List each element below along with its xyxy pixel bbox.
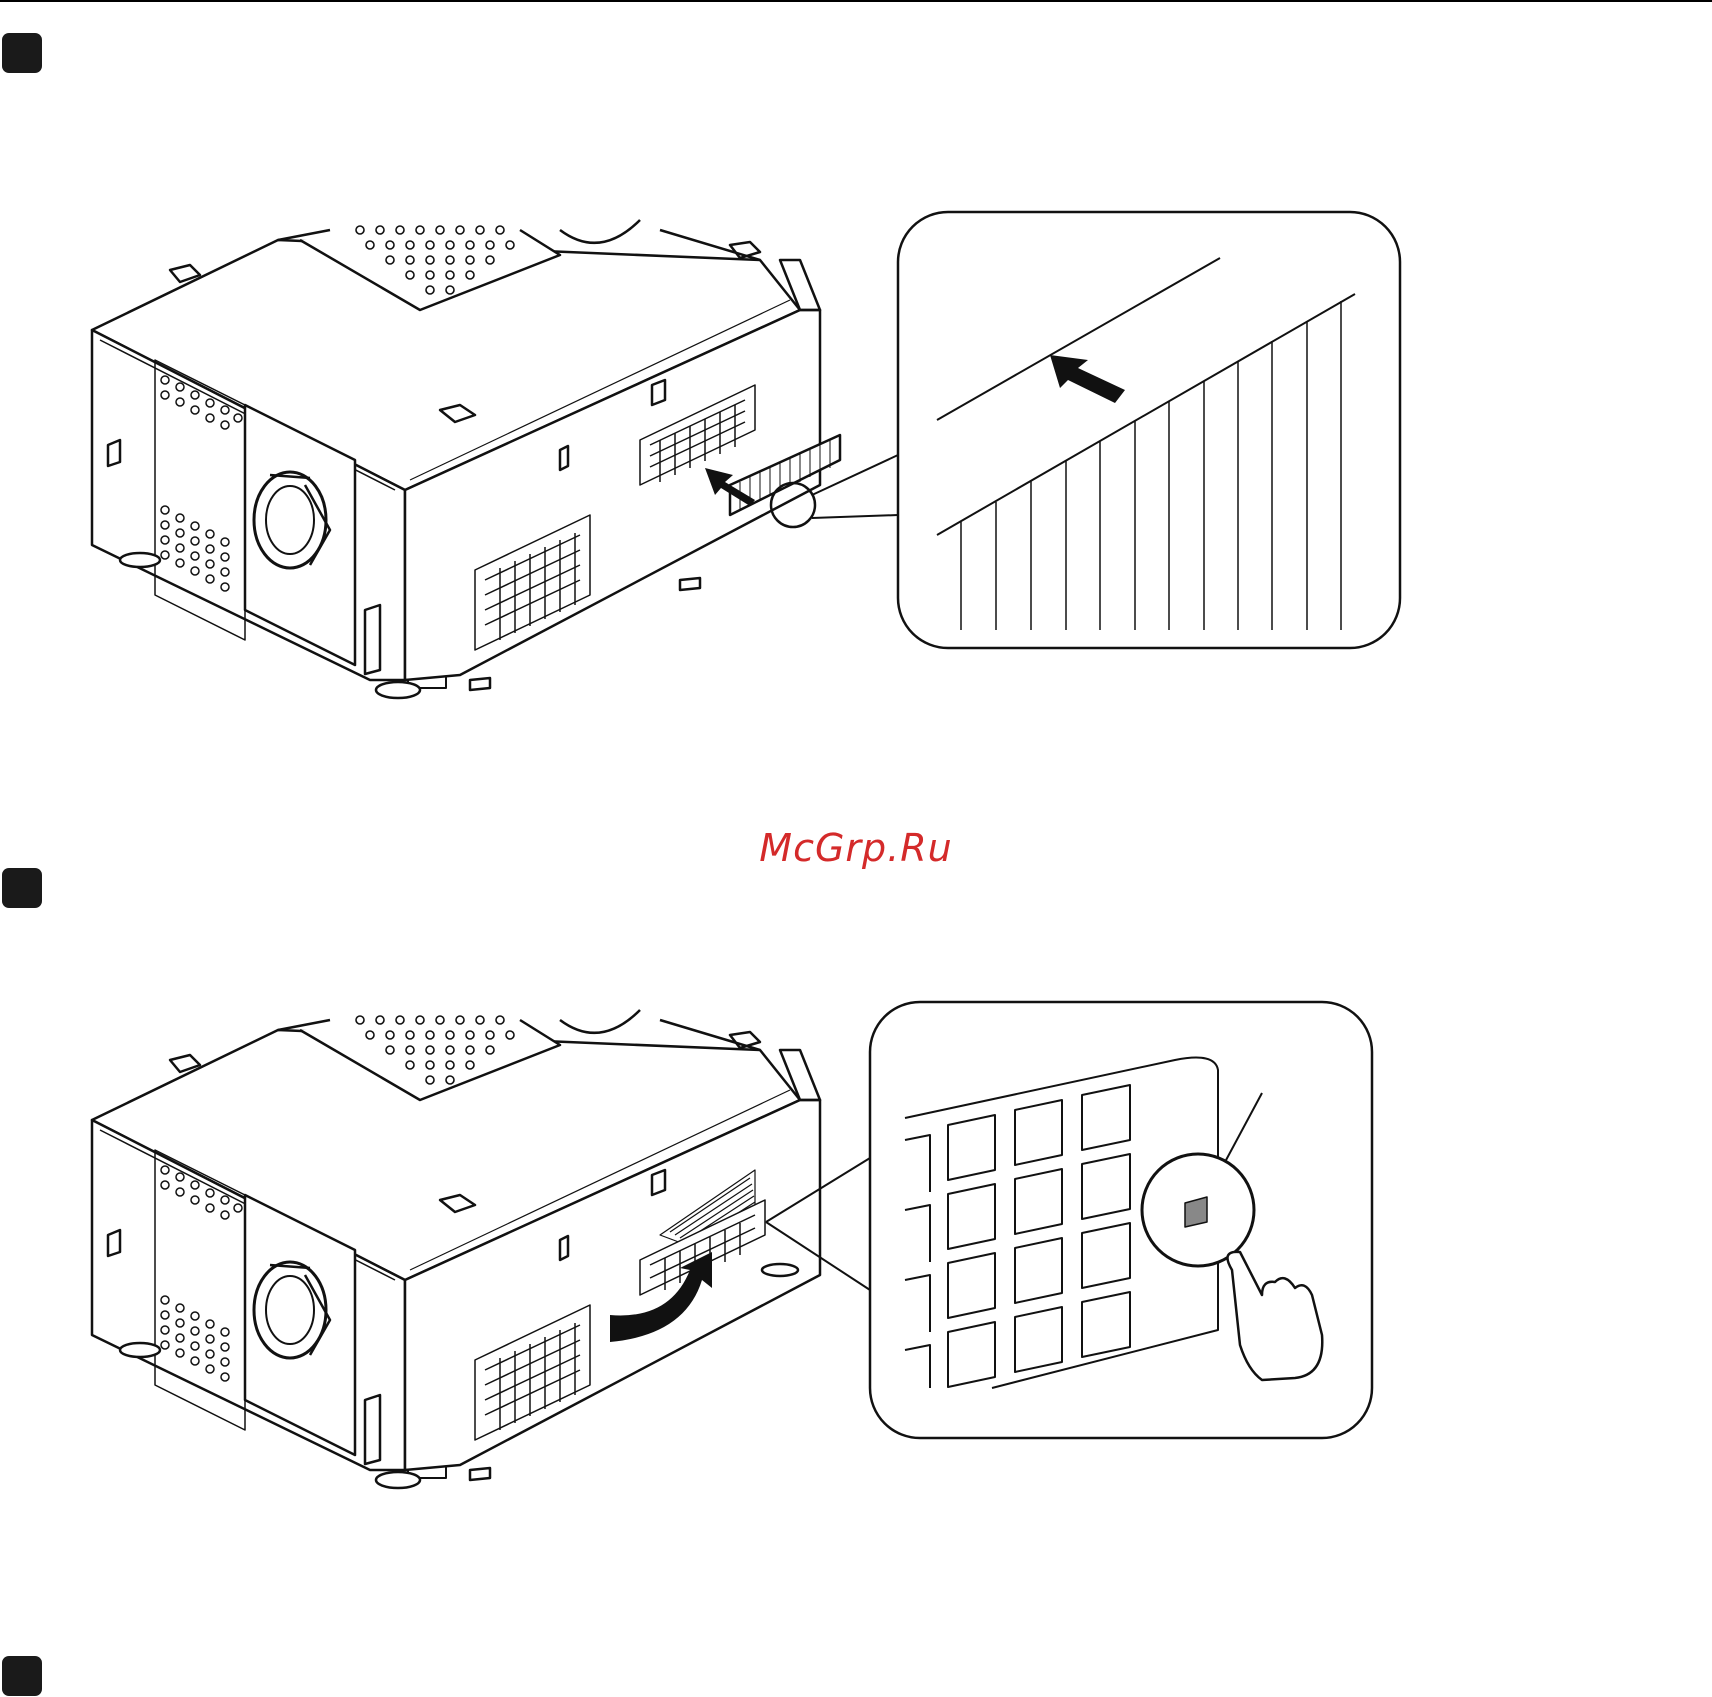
watermark: McGrp.Ru <box>0 826 1712 870</box>
top-rule <box>0 0 1712 2</box>
projector-body <box>92 220 820 698</box>
step-marker-2 <box>2 868 42 908</box>
step-marker-1 <box>2 33 42 73</box>
filter-insertion-illustration <box>0 200 1712 760</box>
projector-body <box>92 1010 820 1488</box>
step-marker-3 <box>2 1656 42 1696</box>
filter-cover-detail-callout <box>870 1002 1372 1438</box>
filter-detail-callout <box>898 212 1400 648</box>
filter-cover-open-illustration <box>0 990 1712 1550</box>
